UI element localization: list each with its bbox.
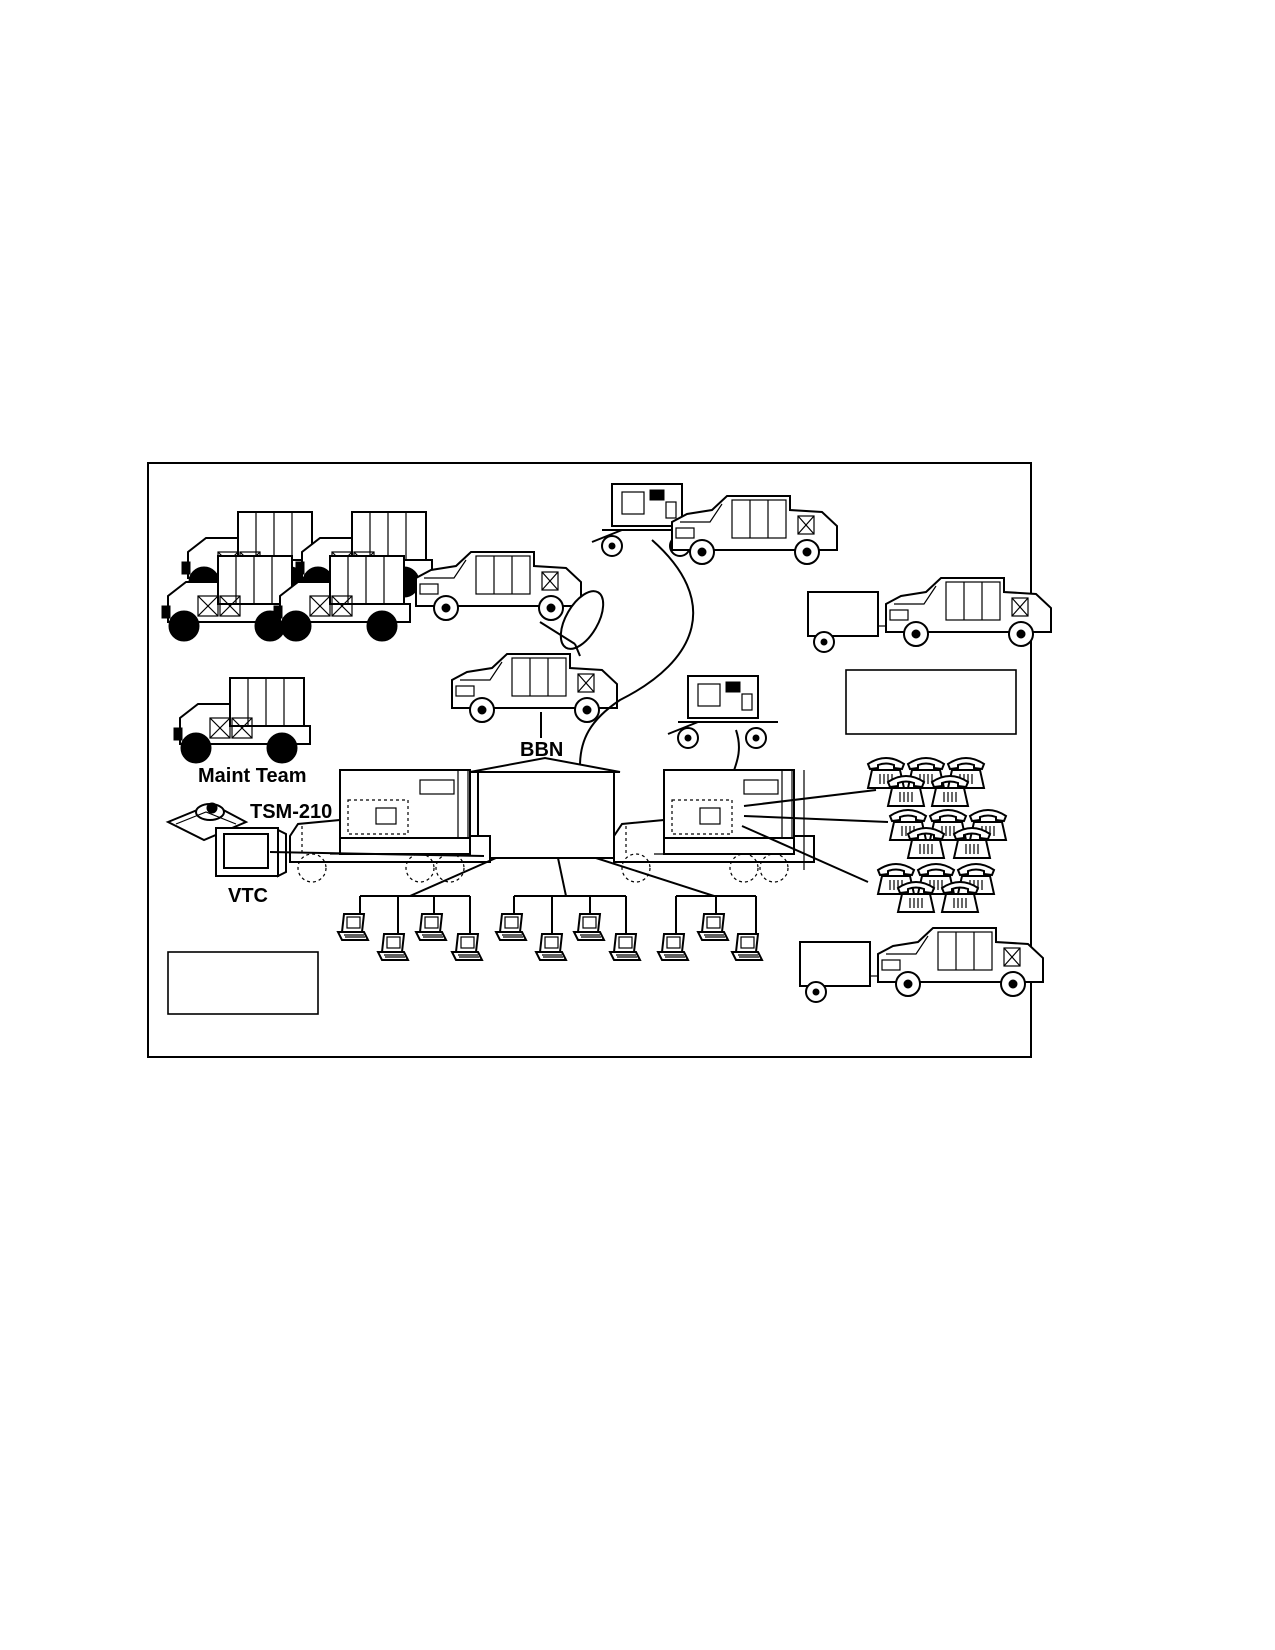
bbn-label: BBN (520, 739, 563, 761)
central-node (469, 756, 621, 859)
vtc-label: VTC (228, 885, 268, 907)
vtc-monitor-icon (215, 827, 287, 878)
satellite-dish-icon (539, 590, 605, 657)
trailer-link-cable (579, 539, 695, 767)
empty-callout-box-left (167, 951, 319, 1015)
tsm-label: TSM-210 (250, 801, 332, 823)
empty-callout-box-right (845, 669, 1017, 735)
vtc-camera-icon (165, 802, 249, 842)
maint-team-label: Maint Team (198, 765, 307, 787)
